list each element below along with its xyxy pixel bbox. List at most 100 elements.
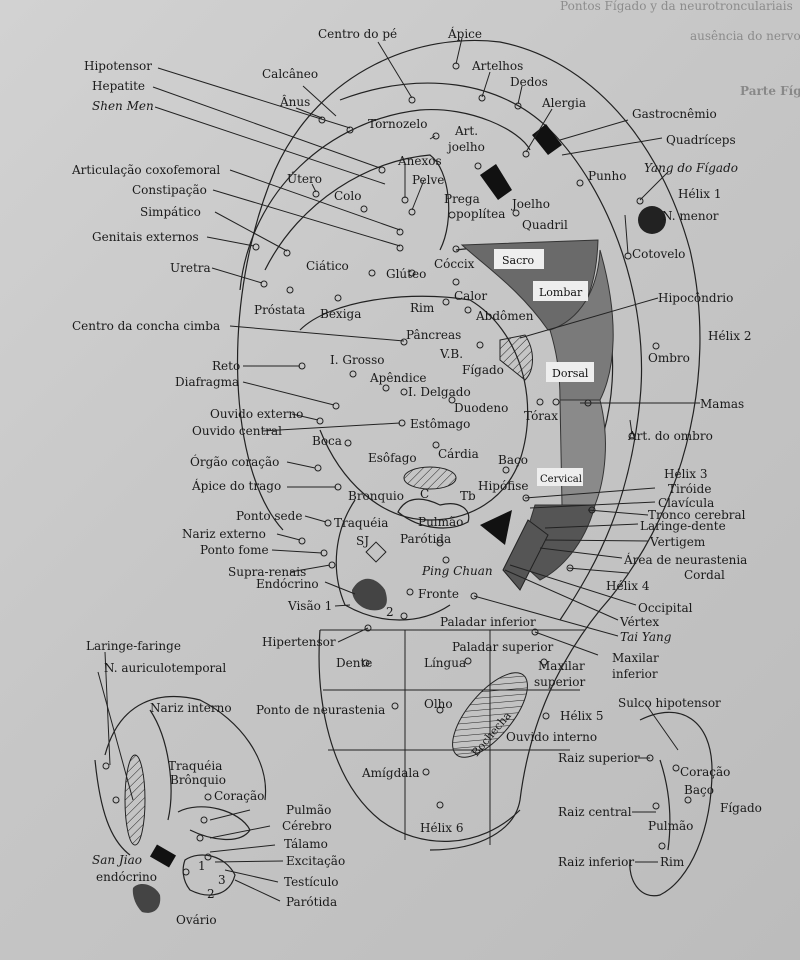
label-duodeno: Duodeno: [454, 401, 508, 415]
label-alergia: Alergia: [541, 96, 586, 110]
bg-text-2: Parte Fígado do auriculo aorta: [740, 84, 800, 98]
label-quadriceps: Quadríceps: [666, 133, 736, 147]
label-talamo: Tálamo: [284, 837, 328, 851]
ovario-marker: [132, 884, 161, 913]
label-pelve: Pelve: [412, 173, 444, 187]
san-jiao-marker: [149, 844, 177, 868]
label-n2b: 2: [207, 887, 215, 901]
tragus-outline: [335, 499, 356, 606]
label-reto: Reto: [212, 359, 240, 373]
dorsal-label-box: [546, 362, 594, 382]
label-dorsal: Dorsal: [552, 367, 589, 380]
label-raiz-superior: Raiz superior: [558, 751, 640, 765]
label-quadril: Quadril: [522, 218, 568, 232]
label-figado: Fígado: [462, 363, 504, 377]
label-maxilar-superior-1: Maxilar: [538, 659, 585, 673]
label-tronco-cerebral: Tronco cerebral: [648, 508, 746, 522]
label-sj: SJ: [356, 534, 369, 548]
label-laringe-dente: Laringe-dente: [640, 519, 726, 533]
label-olho: Olho: [424, 697, 453, 711]
hatched-zones: [124, 334, 533, 846]
label-raiz-central: Raiz central: [558, 805, 632, 819]
label-n-auriculotemporal: N. auriculotemporal: [104, 661, 226, 675]
label-endocrino2: endócrino: [96, 870, 157, 884]
label-dedos: Dedos: [510, 75, 548, 89]
sj-diamond: [365, 541, 387, 563]
label-constipacao: Constipação: [132, 183, 207, 197]
label-bronquio: Bronquio: [348, 489, 404, 503]
label-anexos: Anexos: [397, 154, 442, 168]
label-vertex: Vértex: [619, 615, 659, 629]
helix-inner: [339, 82, 643, 621]
label-ponto-fome: Ponto fome: [200, 543, 269, 557]
label-ouvido-externo: Ouvido externo: [210, 407, 303, 421]
label-parotida2: Parótida: [286, 895, 337, 909]
antihelix-upper: [239, 108, 531, 291]
label-i-grosso: I. Grosso: [330, 353, 384, 367]
label-helix4: Hélix 4: [606, 579, 650, 593]
label-paladar-superior: Paladar superior: [452, 640, 554, 654]
label-pulmao2: Pulmão: [286, 803, 331, 817]
intertragic-notch: [344, 604, 451, 621]
label-hepatite: Hepatite: [92, 79, 145, 93]
label-centro-concha-cimba: Centro da concha cimba: [72, 319, 220, 333]
label-endocrino: Endócrino: [256, 577, 319, 591]
label-cotovelo: Cotovelo: [632, 247, 685, 261]
label-shen-men: Shen Men: [92, 99, 154, 113]
label-n-menor: N. menor: [662, 209, 719, 223]
label-ouvido-central: Ouvido central: [192, 424, 282, 438]
label-coracao-r: Coração: [680, 765, 730, 779]
label-helix6: Hélix 6: [420, 821, 463, 835]
label-tai-yang: Tai Yang: [620, 630, 672, 644]
label-ponto-neurastenia: Ponto de neurastenia: [256, 703, 385, 717]
label-hipotensor: Hipotensor: [84, 59, 152, 73]
label-pulmao: Pulmão: [418, 515, 463, 529]
label-tb: Tb: [460, 489, 476, 503]
label-laringe-faringe: Laringe-faringe: [86, 639, 181, 653]
label-mamas: Mamas: [700, 397, 744, 411]
label-clavicula: Clavícula: [658, 496, 714, 510]
nariz-interno-hatch: [124, 754, 146, 846]
label-ponto-sede: Ponto sede: [236, 509, 302, 523]
label-hipertensor: Hipertensor: [262, 635, 336, 649]
label-testiculo: Testículo: [284, 875, 339, 889]
labels: Centro do pé Ápice Artelhos Dedos Alergi…: [71, 26, 762, 927]
label-ping-chuan: Ping Chuan: [421, 564, 493, 578]
label-maxilar-inferior-2: inferior: [612, 667, 658, 681]
label-boca: Boca: [312, 434, 342, 448]
leader-lines: [97, 37, 700, 902]
label-fronte: Fronte: [418, 587, 459, 601]
label-art-ombro: Art. do ombro: [627, 429, 713, 443]
label-lingua: Língua: [424, 656, 466, 670]
label-dente: Dente: [336, 656, 372, 670]
label-baco-r: Baço: [684, 783, 714, 797]
label-helix2: Hélix 2: [708, 329, 751, 343]
figado-hatch: [499, 334, 533, 381]
background-page-text: Pontos Fígado y da neurotronculariais au…: [560, 0, 800, 98]
label-artelhos: Artelhos: [471, 59, 523, 73]
label-pulmao-r: Pulmão: [648, 819, 693, 833]
label-supra-renais: Supra-renais: [228, 565, 306, 579]
label-raiz-inferior: Raiz inferior: [558, 855, 634, 869]
label-calor: Calor: [454, 289, 487, 303]
label-gastrocnemio: Gastrocnêmio: [632, 107, 717, 121]
coracao-hatch: [403, 466, 457, 490]
label-orgao-coracao: Órgão coração: [190, 453, 279, 469]
bg-text-1: Pontos Fígado y da neurotronculariais: [560, 0, 793, 13]
label-parotida: Parótida: [400, 532, 451, 546]
posterior-ear-outline: [629, 711, 713, 897]
label-tiroide: Tiróide: [668, 482, 711, 496]
label-area-neurastenia: Área de neurastenia: [623, 552, 747, 567]
label-rim: Rim: [410, 301, 435, 315]
label-pancreas: Pâncreas: [406, 328, 461, 342]
label-esofago: Esôfago: [368, 451, 417, 465]
label-uretra: Uretra: [170, 261, 211, 275]
label-coccix: Cóccix: [434, 257, 475, 271]
label-apendice: Apêndice: [369, 371, 427, 385]
label-nariz-interno: Nariz interno: [150, 701, 232, 715]
sacro-label-box: [494, 249, 544, 269]
dorsal-zone: [559, 399, 606, 506]
label-bronquio2: Brônquio: [170, 773, 226, 787]
